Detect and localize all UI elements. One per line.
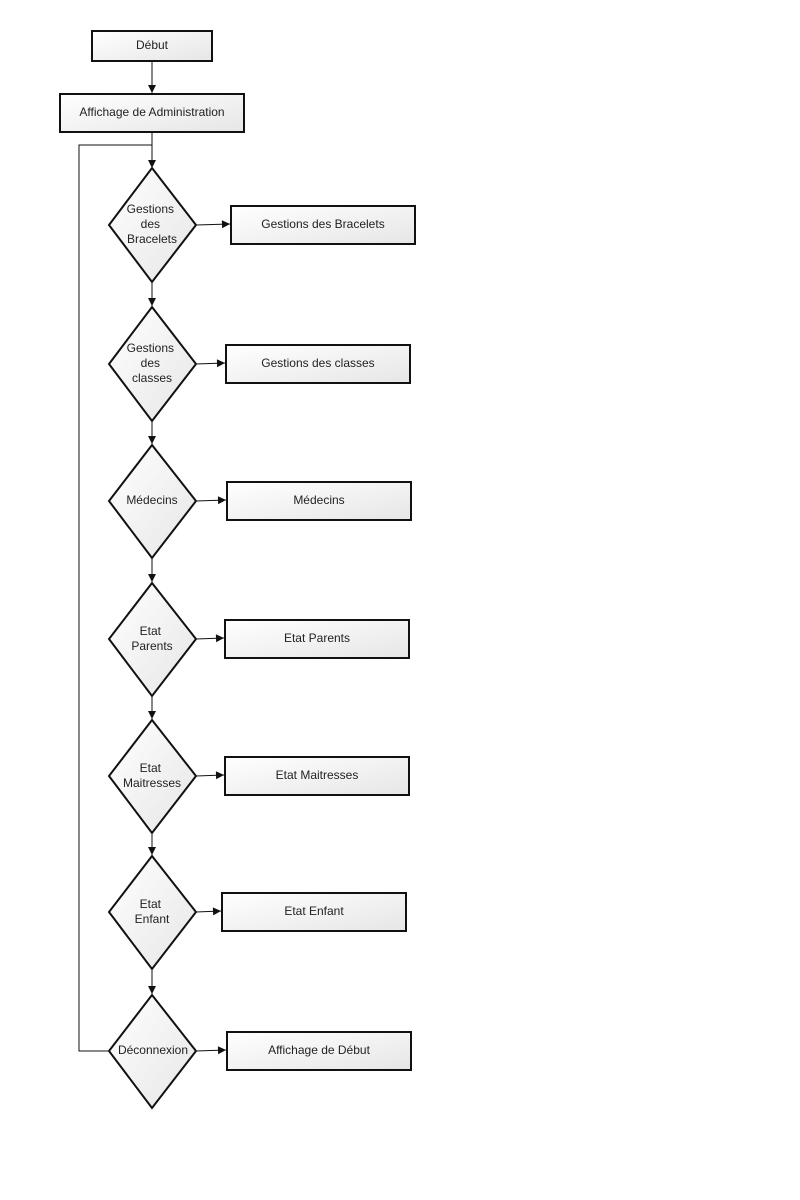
arrow-to-box-medecins [195, 496, 227, 505]
box-etat-enfant-label: Etat Enfant [284, 904, 344, 918]
decision-parents: Etat Parents [107, 581, 198, 698]
decision-maitresses: Etat Maitresses [107, 718, 198, 835]
box-medecins-label: Médecins [293, 493, 344, 507]
connectors [78, 61, 231, 1055]
box-gestions-classes-label: Gestions des classes [261, 356, 374, 370]
decision-deconnexion: Déconnexion [107, 993, 198, 1110]
decision-medecins: Médecins [107, 443, 198, 560]
decision-bracelets: Gestions des Bracelets [107, 166, 198, 284]
node-admin: Affichage de Administration [59, 93, 245, 133]
node-start: Début [91, 30, 213, 62]
decision-classes: Gestions des classes [107, 305, 198, 423]
decision-classes-label: Gestions des classes [127, 341, 178, 385]
decision-bracelets-label: Gestions des Bracelets [127, 202, 178, 246]
arrow-to-box-enfant [195, 907, 222, 916]
box-gestions-bracelets: Gestions des Bracelets [230, 205, 416, 245]
box-affichage-debut-label: Affichage de Début [268, 1043, 371, 1057]
decision-enfant: Etat Enfant [107, 854, 198, 971]
box-etat-enfant: Etat Enfant [221, 892, 407, 932]
loop-back-line [78, 144, 152, 1052]
arrow-to-box-maitresses [195, 771, 225, 780]
decision-parents-label: Etat Parents [131, 624, 172, 653]
box-etat-parents-label: Etat Parents [284, 631, 350, 645]
box-medecins: Médecins [226, 481, 412, 521]
box-etat-parents: Etat Parents [224, 619, 410, 659]
box-gestions-classes: Gestions des classes [225, 344, 411, 384]
box-etat-maitresses-label: Etat Maitresses [276, 768, 359, 782]
decision-maitresses-label: Etat Maitresses [123, 761, 181, 790]
arrow-to-box-parents [195, 634, 225, 643]
box-gestions-bracelets-label: Gestions des Bracelets [261, 217, 384, 231]
decision-deconnexion-label: Déconnexion [118, 1043, 188, 1057]
decision-enfant-label: Etat Enfant [135, 897, 170, 926]
box-affichage-debut: Affichage de Début [226, 1031, 412, 1071]
arrow-to-box-bracelets [195, 220, 231, 229]
node-start-label: Début [136, 38, 169, 52]
arrow-to-box-classes [195, 359, 226, 368]
box-etat-maitresses: Etat Maitresses [224, 756, 410, 796]
decision-medecins-label: Médecins [126, 493, 177, 507]
node-admin-label: Affichage de Administration [79, 105, 224, 119]
arrow-to-box-debut [195, 1046, 227, 1055]
